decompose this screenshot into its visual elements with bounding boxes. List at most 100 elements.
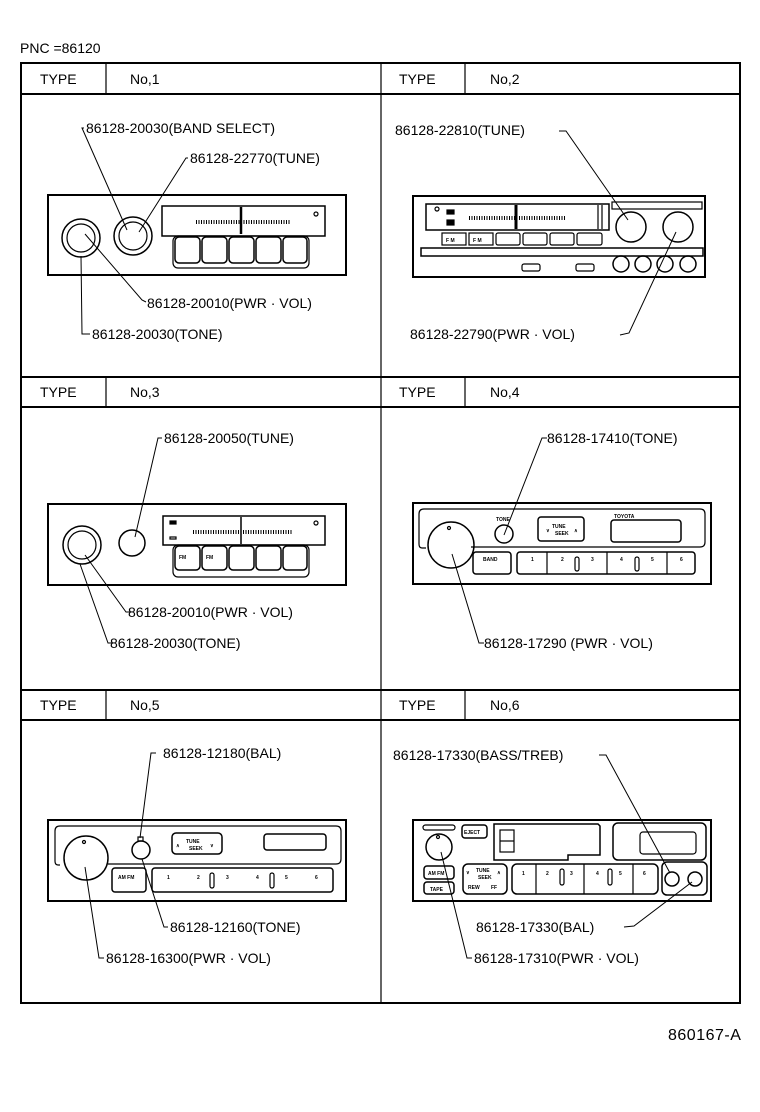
tape-label: TAPE <box>430 887 444 893</box>
display-window <box>263 833 327 851</box>
indicator-light <box>313 211 319 217</box>
type-number: No,6 <box>490 697 520 713</box>
knob-tune[interactable] <box>615 211 647 243</box>
preset-button[interactable] <box>576 232 603 246</box>
leader-line <box>451 553 484 644</box>
preset-slider <box>209 872 215 889</box>
seek-label: SEEK <box>189 846 203 852</box>
cassette-slot-indicator <box>422 824 456 831</box>
knob-tone[interactable] <box>62 525 102 565</box>
knob-bass-treble[interactable] <box>664 871 680 887</box>
callout-bal: 86128-12180(BAL) <box>163 745 281 761</box>
preset-label: 6 <box>680 557 683 563</box>
knob-tune[interactable] <box>118 221 148 251</box>
callout-tone: 86128-12160(TONE) <box>170 919 300 935</box>
preset-label: 3 <box>570 871 573 877</box>
tune-label: TUNE <box>186 839 200 845</box>
small-knob[interactable] <box>679 255 697 273</box>
tuning-dial-display <box>425 203 610 231</box>
brand-label: TOYOTA <box>614 514 635 520</box>
tune-seek-button[interactable] <box>171 832 223 855</box>
knob-pwr-vol[interactable] <box>425 833 453 861</box>
preset-label: 6 <box>643 871 646 877</box>
indicator <box>169 536 177 540</box>
indicator-light <box>313 520 319 526</box>
preset-button[interactable] <box>282 545 308 571</box>
fm-button[interactable] <box>441 232 467 246</box>
knob-tune[interactable] <box>118 529 146 557</box>
knob-pwr-vol[interactable] <box>67 530 97 560</box>
preset-button[interactable] <box>228 236 255 264</box>
knob-pwr-vol[interactable] <box>662 211 694 243</box>
callout-tune: 86128-20050(TUNE) <box>164 430 294 446</box>
band-label: AM FM <box>118 875 134 881</box>
preset-button[interactable] <box>549 232 575 246</box>
small-knob[interactable] <box>656 255 674 273</box>
tune-seek-button[interactable] <box>462 863 508 895</box>
knob-tone[interactable] <box>494 524 514 544</box>
knob-tone[interactable] <box>61 218 101 258</box>
callout-tone: 86128-20030(TONE) <box>92 326 222 342</box>
preset-button[interactable] <box>174 236 201 264</box>
preset-label: 1 <box>531 557 534 563</box>
slide-button[interactable] <box>521 263 541 272</box>
radio-type-1 <box>47 127 347 335</box>
tune-seek-button[interactable] <box>537 516 585 542</box>
type-header-label: TYPE <box>40 384 77 400</box>
slide-button[interactable] <box>575 263 595 272</box>
am-fm-button[interactable] <box>423 865 455 880</box>
preset-button[interactable] <box>282 236 308 264</box>
preset-button[interactable] <box>522 232 548 246</box>
fm-button[interactable] <box>201 545 228 571</box>
band-button[interactable] <box>111 867 147 893</box>
knob-marker <box>446 525 452 531</box>
preset-button[interactable] <box>228 545 255 571</box>
knob-pwr-vol[interactable] <box>66 223 96 253</box>
type-header-label: TYPE <box>40 71 77 87</box>
preset-button[interactable] <box>495 232 521 246</box>
type-number: No,3 <box>130 384 160 400</box>
callout-tone: 86128-20030(TONE) <box>110 635 240 651</box>
preset-button[interactable] <box>255 545 282 571</box>
fm-button[interactable] <box>468 232 494 246</box>
preset-label: 4 <box>620 557 623 563</box>
preset-button-bar <box>172 544 310 578</box>
small-knob[interactable] <box>634 255 652 273</box>
knob-pwr-vol[interactable] <box>427 521 475 569</box>
rew-label: REW <box>468 885 480 891</box>
knob-bal[interactable] <box>687 871 703 887</box>
indicator <box>169 520 177 525</box>
leader-line <box>80 255 90 335</box>
preset-label: 4 <box>596 871 599 877</box>
type-number: No,5 <box>130 697 160 713</box>
small-knob[interactable] <box>612 255 630 273</box>
callout-pwr-vol: 86128-22790(PWR · VOL) <box>410 326 575 342</box>
preset-label: 5 <box>651 557 654 563</box>
cassette-slot <box>611 201 703 210</box>
preset-button-bar <box>151 867 334 893</box>
tape-button[interactable] <box>423 881 455 895</box>
preset-button[interactable] <box>201 236 228 264</box>
preset-button-bar <box>511 863 659 895</box>
button-label: F M <box>473 238 482 244</box>
preset-slider <box>269 872 275 889</box>
band-button[interactable] <box>472 551 512 575</box>
radio-faceplate <box>412 502 712 585</box>
type-header-label: TYPE <box>40 697 77 713</box>
tune-label: TUNE <box>476 868 490 874</box>
type-number: No,1 <box>130 71 160 87</box>
leader-line <box>79 563 112 644</box>
knob-band-select[interactable] <box>113 216 153 256</box>
preset-label: 3 <box>226 875 229 881</box>
preset-slider <box>574 556 580 572</box>
knob-tone[interactable] <box>131 840 151 860</box>
preset-button[interactable] <box>255 236 282 264</box>
fm-button[interactable] <box>174 545 201 571</box>
callout-pwr-vol: 86128-20010(PWR · VOL) <box>147 295 312 311</box>
eject-button[interactable] <box>461 824 488 839</box>
upper-bezel <box>54 825 342 866</box>
trim-bar <box>420 247 704 257</box>
radio-faceplate <box>47 194 347 276</box>
knob-pwr-vol[interactable] <box>63 835 109 881</box>
leader-line <box>84 554 130 613</box>
